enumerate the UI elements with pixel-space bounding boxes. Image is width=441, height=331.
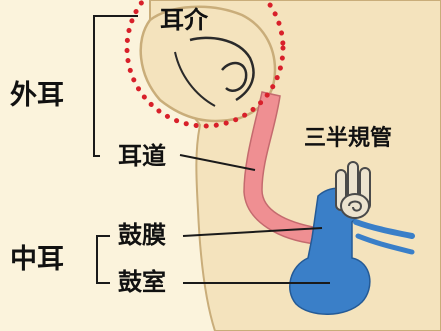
semicircular-canals-label: 三半規管	[304, 126, 393, 151]
outer-ear-label: 外耳	[10, 80, 64, 111]
middle-ear-bracket	[96, 235, 110, 284]
semicircular-canals-shape	[335, 161, 371, 219]
canal-tube-lower	[355, 233, 415, 255]
outer-ear-bracket	[93, 15, 138, 157]
canal-tube-upper	[353, 219, 415, 239]
eardrum-leader-line	[182, 227, 323, 237]
auricle-dotted-circle	[124, 0, 286, 129]
tympanic-cavity-label: 鼓室	[118, 268, 166, 296]
eardrum-label: 鼓膜	[118, 221, 166, 249]
ear-canal-leader-line	[179, 154, 256, 171]
auricle-label: 耳介	[160, 6, 208, 34]
helix-curve	[189, 36, 255, 102]
ear-canal-label: 耳道	[118, 142, 166, 170]
middle-ear-label: 中耳	[10, 244, 64, 275]
concha-line	[174, 51, 216, 107]
antihelix-curve	[221, 61, 248, 92]
